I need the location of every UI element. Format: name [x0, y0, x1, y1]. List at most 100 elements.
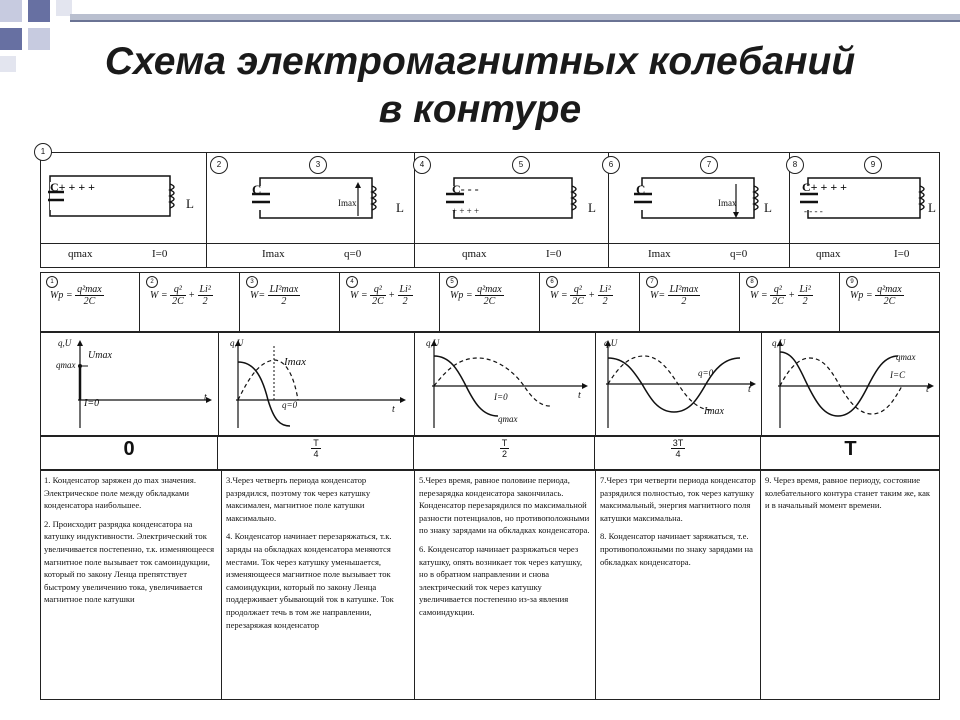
- description-paragraph: 1. Конденсатор заряжен до max значения. …: [44, 475, 196, 511]
- formula-w: W=: [650, 289, 666, 301]
- formula-number-9: 9: [846, 276, 858, 288]
- capacitor-label-3: С- - -: [452, 182, 479, 196]
- graph-2-axis-y: q,U: [230, 338, 244, 348]
- graph-1: [77, 340, 212, 428]
- formula-denominator-2: 2: [402, 296, 408, 307]
- graph-1-label-b: qmax: [56, 360, 76, 370]
- graph-divider-3: [595, 332, 596, 436]
- corner-square-1: [0, 0, 22, 22]
- graph-5: [777, 340, 934, 428]
- description-paragraph: 9. Через время, равное периоду, состояни…: [765, 475, 931, 511]
- formula-numerator: LI²max: [267, 284, 301, 296]
- capacitor-label-5: С+ + + +: [802, 180, 848, 194]
- phase-denominator: 4: [675, 449, 681, 459]
- phase-numerator: T: [499, 438, 510, 449]
- state-divider: [40, 243, 940, 244]
- circuit-number-7: 7: [700, 156, 718, 174]
- formula-w: W =: [350, 289, 368, 301]
- graph-5-label-b: I=C: [890, 370, 906, 380]
- graph-3-axis-x: t: [578, 390, 581, 401]
- circuit-number-1: 1: [34, 143, 52, 161]
- description-4: 7.Через три четверти периода конденсатор…: [596, 471, 761, 699]
- formula-numerator: q²: [770, 284, 786, 296]
- graph-divider-1: [218, 332, 219, 436]
- formula-denominator: 2C: [772, 296, 784, 307]
- descriptions-frame: [40, 470, 940, 700]
- graph-4-axis-x: t: [748, 384, 751, 395]
- capacitor-sign-5: - - - -: [804, 206, 823, 216]
- formula-denominator: 2C: [83, 296, 96, 307]
- formula-cell-1: [40, 272, 140, 332]
- formula-number-6: 6: [546, 276, 558, 288]
- graph-2-label-b: q=0: [282, 400, 298, 410]
- phase-value: T: [844, 438, 857, 460]
- corner-square-5: [56, 0, 72, 16]
- corner-square-4: [28, 28, 50, 50]
- graph-2-label-a: Imax: [284, 356, 306, 368]
- graph-1-label-c: I=0: [84, 398, 100, 409]
- description-paragraph: 3.Через четверть периода конденсатор раз…: [226, 475, 371, 523]
- formula-number-7: 7: [646, 276, 658, 288]
- circuit-number-2: 2: [210, 156, 228, 174]
- state-left-3: qmax: [462, 248, 487, 260]
- circuit-number-5: 5: [512, 156, 530, 174]
- formula-cell-6: [540, 272, 640, 332]
- graph-4-label-a: q=0: [698, 368, 714, 378]
- formulas-frame: [40, 272, 940, 332]
- formula-denominator: 2: [281, 296, 287, 307]
- formula-denominator: 2C: [572, 296, 584, 307]
- header-bar: [70, 14, 960, 20]
- circuit-number-4: 4: [413, 156, 431, 174]
- formula-numerator: q²max: [475, 284, 504, 296]
- circuit-diagram-2: [252, 177, 377, 219]
- description-cell-3: [415, 470, 596, 700]
- description-paragraph: 8. Конденсатор начинает заряжаться, т.е.…: [600, 531, 753, 567]
- formula-denominator: 2: [681, 296, 687, 307]
- phases-frame: [40, 436, 940, 470]
- current-label-2: Imax: [338, 198, 357, 208]
- formula-w: Wp =: [850, 289, 873, 301]
- formula-denominator: 2C: [172, 296, 184, 307]
- graph-5-axis-y: q,U: [772, 338, 786, 348]
- corner-square-2: [28, 0, 50, 22]
- circuit-number-8: 8: [786, 156, 804, 174]
- formula-numerator-2: Li²: [397, 284, 413, 296]
- formula-number-4: 4: [346, 276, 358, 288]
- phase-value: 0: [123, 438, 135, 460]
- state-left-4: Imax: [648, 248, 671, 260]
- description-paragraph: 5.Через время, равное половине периода, …: [419, 475, 590, 536]
- description-paragraph: 2. Происходит разрядка конденсатора на к…: [44, 518, 215, 605]
- description-paragraph: 4. Конденсатор начинает перезаряжаться, …: [226, 531, 394, 630]
- phase-numerator: 3T: [670, 438, 686, 449]
- phase-numerator: T: [311, 438, 321, 449]
- formula-denominator: 2C: [483, 296, 496, 307]
- corner-square-3: [0, 28, 22, 50]
- circuit-number-3: 3: [309, 156, 327, 174]
- formula-number-2: 2: [146, 276, 158, 288]
- state-right-3: I=0: [546, 248, 562, 260]
- circuit-diagram-4: [634, 177, 759, 219]
- capacitor-label-4: С: [636, 182, 646, 197]
- formula-cell-4: [340, 272, 440, 332]
- formula-denominator-2: 2: [602, 296, 608, 307]
- phase-cell-4: [595, 436, 761, 470]
- inductor-label-3: L: [588, 200, 596, 215]
- circuit-cell-4: [609, 152, 790, 268]
- formula-cell-7: [640, 272, 740, 332]
- description-paragraph: 6. Конденсатор начинает разряжаться чере…: [419, 543, 583, 617]
- formula-numerator: q²: [370, 284, 386, 296]
